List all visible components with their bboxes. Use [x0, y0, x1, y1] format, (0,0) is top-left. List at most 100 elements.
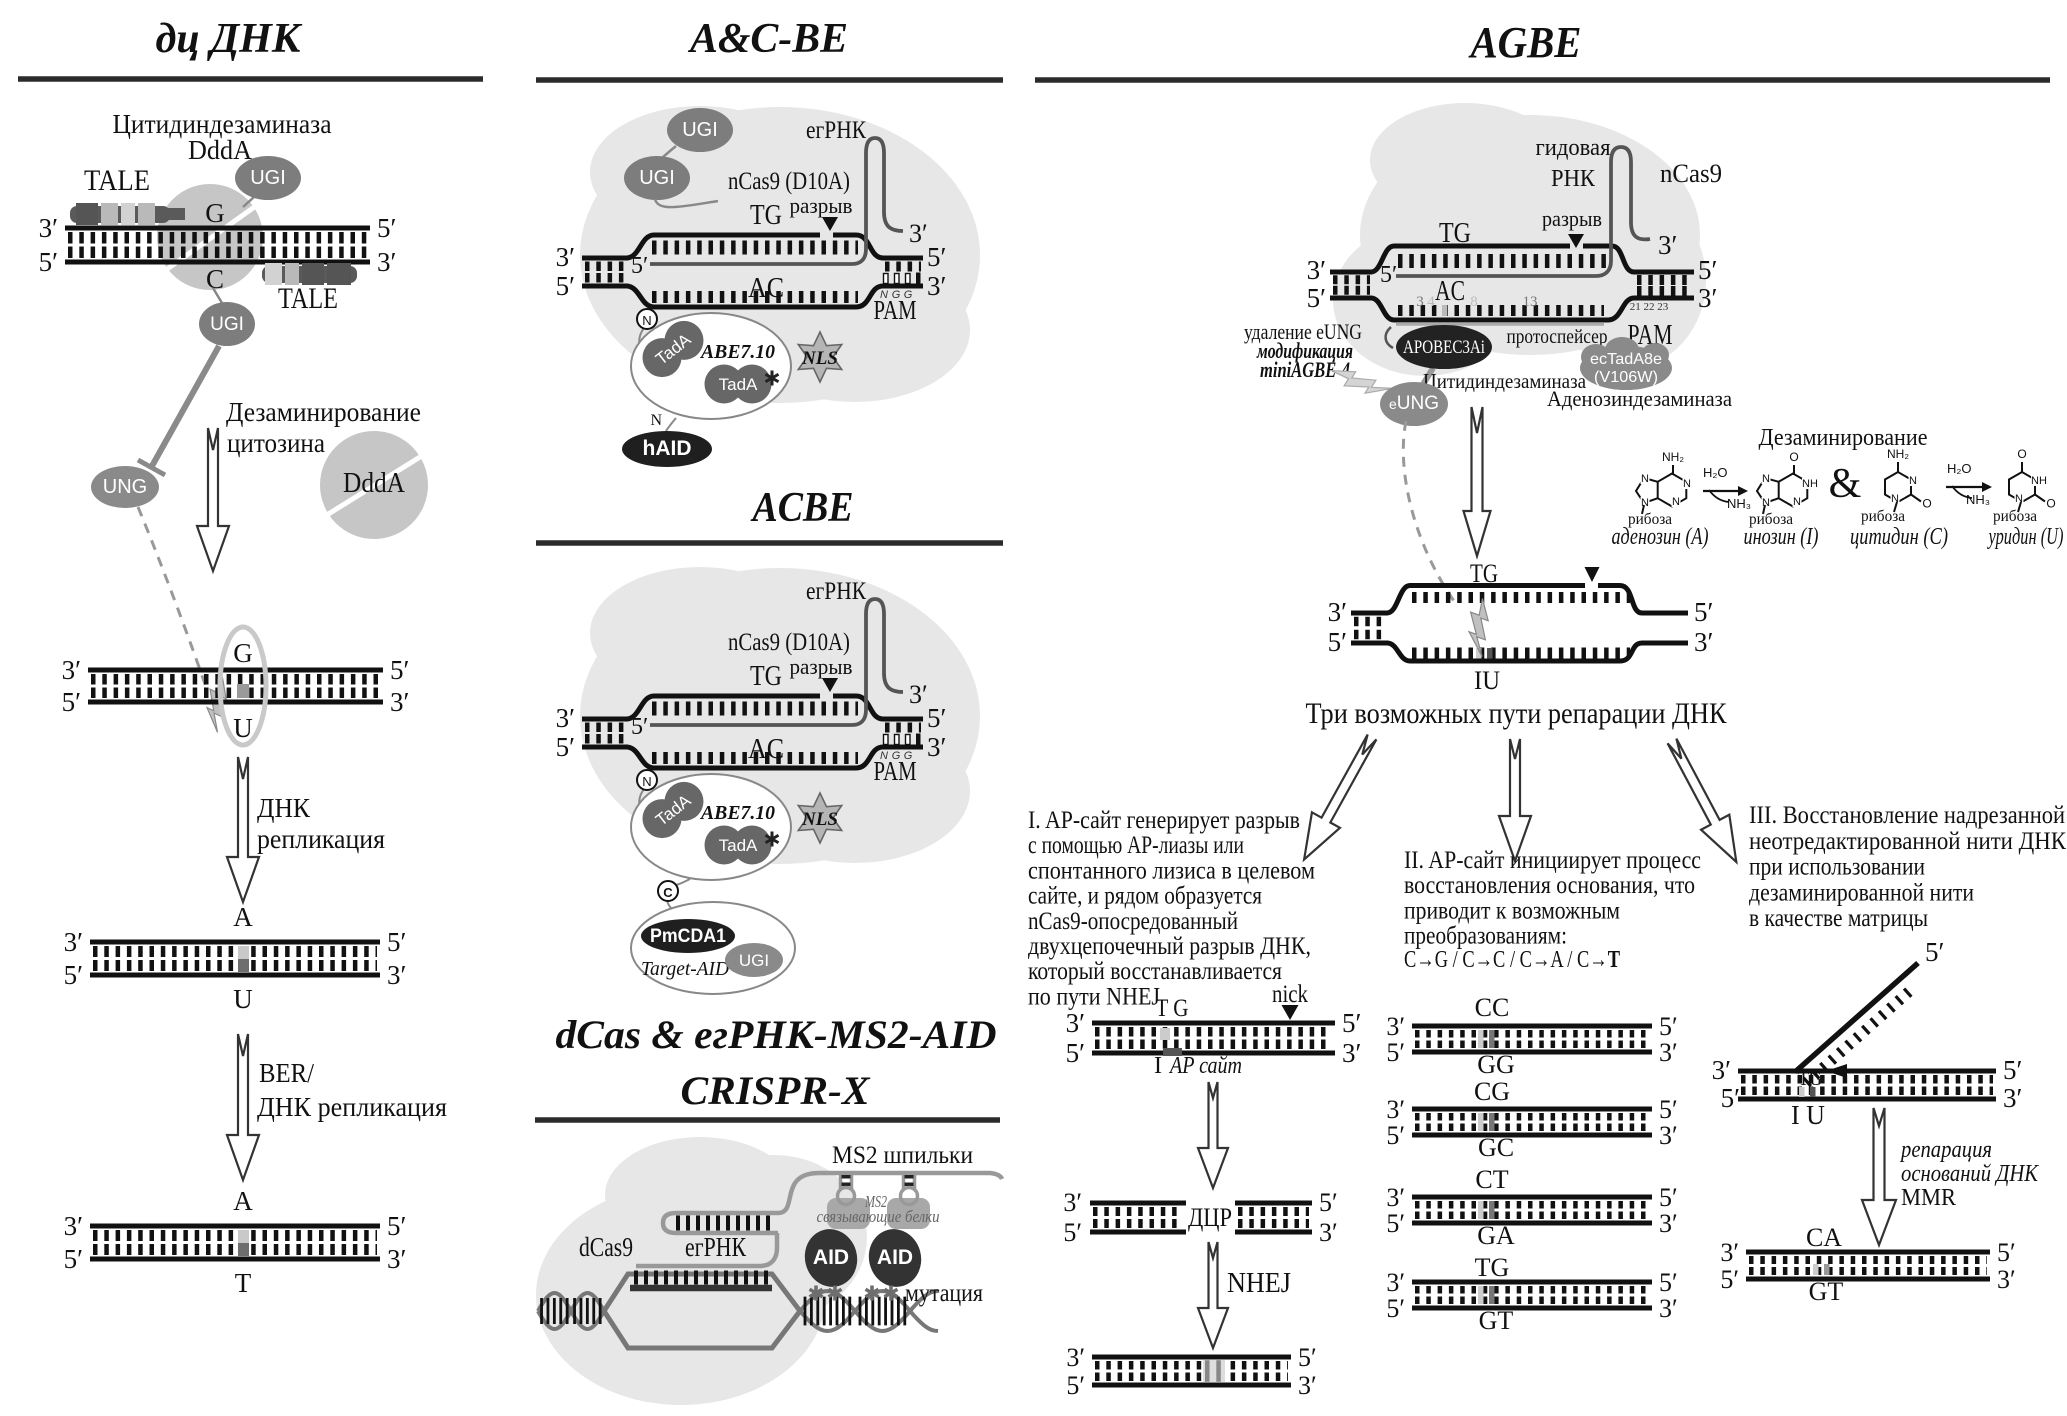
svg-text:5′: 5′ [1386, 1038, 1405, 1067]
svg-text:A: A [233, 902, 253, 932]
svg-text:AC: AC [1435, 276, 1465, 307]
svg-text:UGI: UGI [639, 167, 675, 189]
svg-text:NH₂: NH₂ [1662, 450, 1684, 464]
svg-text:5′: 5′ [1698, 255, 1717, 285]
svg-text:3′: 3′ [1066, 1008, 1085, 1038]
svg-text:DddA: DddA [343, 468, 406, 499]
svg-text:ДНК: ДНК [257, 793, 311, 823]
svg-text:dCas & егРНК-MS2-AID: dCas & егРНК-MS2-AID [556, 1012, 997, 1057]
svg-text:G: G [892, 289, 901, 301]
svg-text:3′: 3′ [1063, 1188, 1082, 1217]
svg-text:3′: 3′ [1319, 1218, 1338, 1247]
svg-text:разрыв: разрыв [790, 193, 853, 218]
svg-text:PAM: PAM [874, 295, 917, 325]
svg-text:3: 3 [1416, 294, 1424, 310]
svg-text:3′: 3′ [1720, 1238, 1739, 1267]
svg-text:5′: 5′ [1066, 1371, 1085, 1400]
svg-text:удаление eUNG: удаление eUNG [1244, 319, 1362, 344]
svg-text:21 22 23: 21 22 23 [1630, 301, 1669, 313]
svg-text:U: U [233, 984, 253, 1014]
svg-text:репликация: репликация [257, 824, 385, 854]
svg-text:GC: GC [1478, 1133, 1514, 1162]
svg-text:разрыв: разрыв [1542, 206, 1602, 231]
svg-text:5′: 5′ [39, 247, 58, 277]
svg-text:N: N [880, 750, 888, 762]
svg-text:гидовая: гидовая [1536, 135, 1611, 161]
svg-text:ДЦР: ДЦР [1188, 1203, 1232, 1232]
svg-text:с помощью AP-лиазы или: с помощью AP-лиазы или [1028, 832, 1244, 859]
svg-text:UNG: UNG [103, 476, 147, 498]
svg-text:5′: 5′ [1721, 1083, 1740, 1113]
svg-text:цитозина: цитозина [227, 428, 325, 458]
svg-text:3′: 3′ [556, 242, 575, 272]
svg-text:MS2: MS2 [864, 1192, 887, 1211]
svg-text:3′: 3′ [387, 1244, 406, 1274]
svg-text:5′: 5′ [1328, 627, 1347, 657]
svg-text:3′: 3′ [927, 271, 946, 301]
svg-text:N: N [880, 289, 888, 301]
svg-text:3′: 3′ [39, 213, 58, 243]
svg-text:O: O [2017, 447, 2026, 461]
svg-text:при использовании: при использовании [1749, 854, 1925, 881]
svg-text:nCas9: nCas9 [1660, 159, 1722, 188]
svg-text:3′: 3′ [1712, 1055, 1731, 1085]
svg-text:GT: GT [1809, 1277, 1844, 1306]
svg-text:егРНК: егРНК [806, 578, 866, 605]
svg-text:H₂O: H₂O [1703, 465, 1728, 480]
svg-text:рибоза: рибоза [1749, 511, 1793, 528]
svg-text:3′: 3′ [1386, 1183, 1405, 1212]
svg-text:3′: 3′ [1386, 1095, 1405, 1124]
svg-text:N: N [1762, 473, 1770, 485]
svg-text:инозин (I): инозин (I) [1744, 524, 1819, 550]
svg-text:AID: AID [813, 1246, 849, 1269]
svg-text:3′: 3′ [909, 680, 928, 709]
svg-text:рибоза: рибоза [1628, 511, 1672, 528]
svg-text:рибоза: рибоза [1861, 508, 1905, 525]
svg-text:5′: 5′ [1659, 1012, 1678, 1041]
svg-text:по пути NHEJ: по пути NHEJ [1028, 983, 1160, 1010]
svg-text:ecTadA8e: ecTadA8e [1590, 351, 1662, 368]
svg-text:5′: 5′ [1659, 1183, 1678, 1212]
svg-text:модификация: модификация [1256, 338, 1353, 363]
svg-text:NH₂: NH₂ [1887, 447, 1909, 461]
svg-text:Цитидиндезаминаза: Цитидиндезаминаза [1423, 369, 1586, 393]
svg-text:Дезаминирование: Дезаминирование [1759, 425, 1928, 451]
svg-text:3′: 3′ [1307, 255, 1326, 285]
svg-text:N: N [1683, 478, 1691, 490]
svg-text:5′: 5′ [1307, 283, 1326, 313]
svg-text:BER/: BER/ [259, 1058, 314, 1088]
svg-text:ABE7.10: ABE7.10 [699, 341, 775, 363]
svg-text:NH₃: NH₃ [1727, 496, 1751, 511]
svg-text:C: C [206, 264, 224, 294]
svg-text:N: N [642, 774, 651, 789]
svg-text:TG: TG [1439, 218, 1471, 249]
svg-text:N: N [1762, 497, 1770, 509]
svg-text:MS2 шпильки: MS2 шпильки [832, 1142, 973, 1169]
svg-text:3′: 3′ [387, 960, 406, 990]
svg-text:3′: 3′ [1659, 1209, 1678, 1238]
svg-text:егРНК: егРНК [685, 1232, 747, 1262]
svg-text:цитидин (C): цитидин (C) [1850, 524, 1948, 550]
svg-text:TG: TG [750, 661, 782, 692]
svg-text:GA: GA [1477, 1221, 1515, 1250]
svg-text:G: G [904, 750, 913, 762]
svg-text:5′: 5′ [387, 927, 406, 957]
svg-text:5′: 5′ [1925, 937, 1944, 967]
svg-text:5′: 5′ [2003, 1055, 2022, 1085]
svg-text:NH₃: NH₃ [1966, 492, 1990, 507]
svg-text:NH: NH [1802, 478, 1818, 490]
svg-text:miniAGBE-4: miniAGBE-4 [1260, 357, 1350, 382]
svg-text:T G: T G [1156, 995, 1189, 1022]
svg-text:5′: 5′ [1319, 1188, 1338, 1217]
svg-text:&: & [1829, 461, 1862, 507]
svg-text:5′: 5′ [927, 703, 946, 733]
svg-text:3′: 3′ [1659, 1121, 1678, 1150]
svg-text:TG: TG [750, 200, 782, 231]
svg-text:CA: CA [1806, 1223, 1842, 1252]
svg-text:NH: NH [2031, 475, 2047, 487]
svg-text:3′: 3′ [1298, 1371, 1317, 1400]
svg-text:T: T [235, 1268, 252, 1298]
svg-text:протоспейсер: протоспейсер [1507, 326, 1608, 348]
svg-text:II. AP-сайт инициирует процесс: II. AP-сайт инициирует процесс [1404, 847, 1701, 874]
svg-text:(V106W): (V106W) [1594, 369, 1658, 386]
